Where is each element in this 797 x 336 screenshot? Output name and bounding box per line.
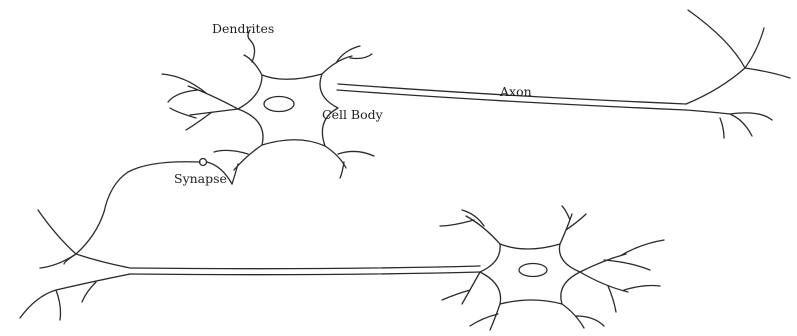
lower-cell-body-outline	[480, 244, 580, 304]
upper-nucleus	[264, 97, 294, 112]
lower-dendrite-top	[440, 210, 500, 244]
upper-dendrite-left2	[170, 108, 238, 130]
axon-label: Axon	[499, 84, 532, 99]
upper-dendrite-topright	[322, 46, 372, 74]
lower-neuron	[20, 206, 664, 330]
upper-dendrite-left1	[162, 74, 238, 109]
cell-body-label: Cell Body	[322, 107, 384, 122]
lower-dendrite-bottomleft	[442, 272, 480, 304]
dendrites-label: Dendrites	[212, 21, 274, 36]
lower-dendrite-bottom	[470, 304, 604, 330]
lower-dendrite-right1	[580, 240, 664, 272]
synapse-label: Synapse	[174, 171, 227, 186]
upper-dendrite-top	[244, 30, 262, 75]
lower-dendrite-topright	[560, 206, 586, 244]
lower-dendrite-right2	[580, 272, 660, 312]
upper-dendrite-bottomright	[325, 146, 374, 178]
upper-neuron	[162, 10, 790, 184]
lower-axon-bottom	[130, 272, 480, 275]
lower-axon-terminal	[20, 210, 130, 320]
upper-axon-terminal	[686, 10, 790, 138]
lower-nucleus	[519, 264, 547, 277]
lower-axon-top	[130, 266, 480, 269]
